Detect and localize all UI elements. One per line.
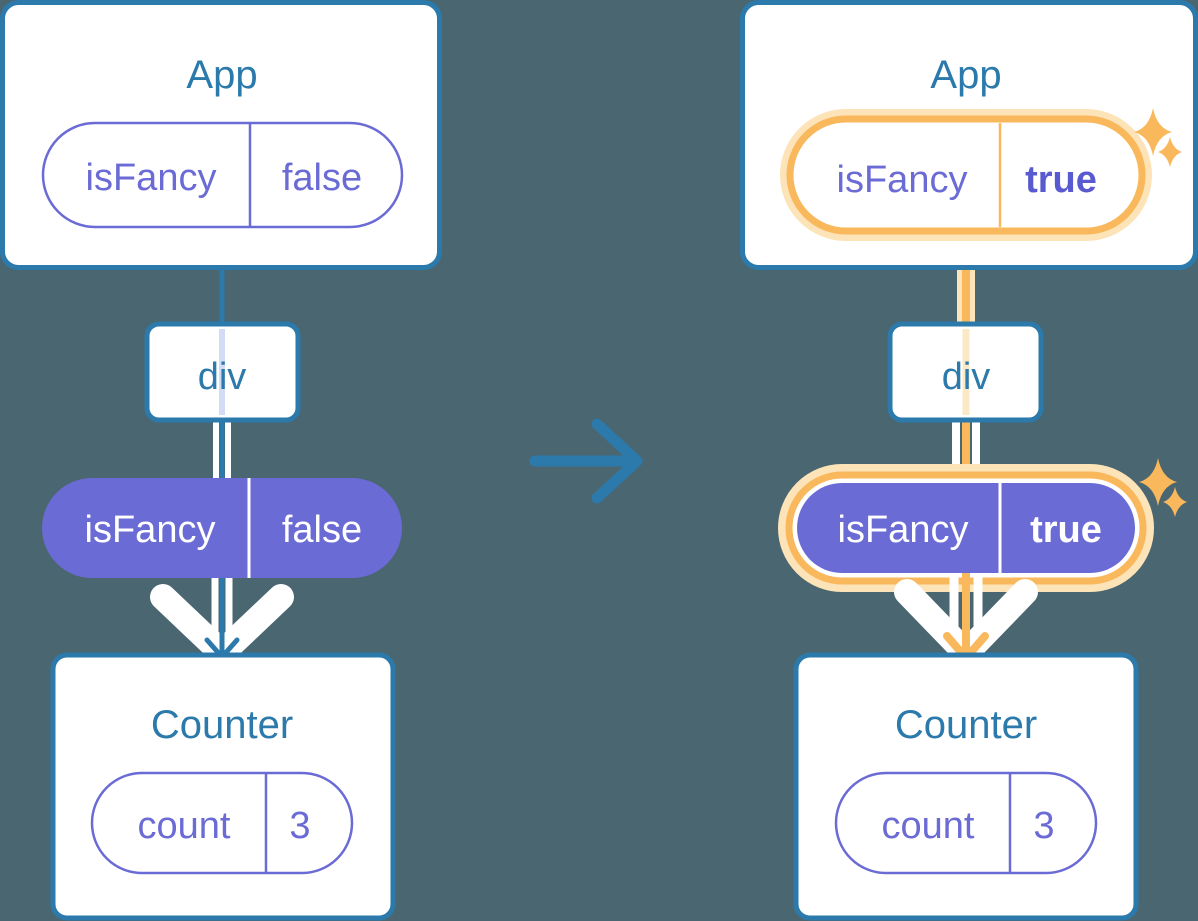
before-app-state-pill[interactable]: isFancy false (41, 121, 404, 229)
after-counter-state-key: count (882, 805, 975, 847)
after-counter-state-pill[interactable]: count 3 (834, 771, 1098, 875)
after-app-state-pill-frame (786, 115, 1146, 235)
after-app-state-pill[interactable]: isFancy true (780, 109, 1152, 241)
after-props-sparkle-large (1139, 458, 1177, 506)
after-app-card-title: App (930, 53, 1001, 97)
before-app-card-title: App (186, 53, 257, 97)
before-counter-state-pill-frame (90, 771, 354, 875)
after-app-sparkle-small (1158, 137, 1182, 167)
after-diagram: App isFancy true div (740, 0, 1198, 921)
before-div-node[interactable]: div (144, 321, 301, 423)
before-props-pill-key: isFancy (85, 509, 216, 551)
after-props-pill-frame (797, 483, 1135, 573)
after-counter-state-value: 3 (1033, 805, 1054, 847)
after-app-sparkle-large (1134, 108, 1172, 156)
before-counter-state-value: 3 (289, 805, 310, 847)
after-props-sparkle-icon (1139, 458, 1187, 517)
after-div-node[interactable]: div (887, 321, 1044, 423)
after-app-card[interactable]: App isFancy true (740, 0, 1198, 270)
after-counter-state-pill-frame (834, 771, 1098, 875)
before-app-card[interactable]: App isFancy false (0, 0, 442, 270)
after-counter-card-title: Counter (895, 703, 1037, 747)
after-props-pill-value: true (1030, 509, 1102, 551)
before-counter-state-pill[interactable]: count 3 (90, 771, 354, 875)
before-app-state-key: isFancy (86, 157, 217, 199)
before-app-state-pill-frame (41, 121, 404, 229)
before-app-state-value: false (282, 157, 362, 199)
before-counter-card[interactable]: Counter count 3 (50, 652, 396, 921)
after-app-sparkle-icon (1134, 108, 1182, 167)
transition-arrow-icon (529, 418, 643, 504)
after-props-pill-key: isFancy (838, 509, 969, 551)
before-counter-card-title: Counter (151, 703, 293, 747)
before-props-flow-arrow (150, 578, 294, 666)
before-props-pill[interactable]: isFancy false (42, 478, 402, 578)
before-counter-state-key: count (138, 805, 231, 847)
after-props-sparkle-small (1163, 487, 1187, 517)
after-app-state-value: true (1025, 159, 1097, 201)
after-counter-card[interactable]: Counter count 3 (793, 652, 1139, 921)
before-diagram: App isFancy false div isFancy (0, 0, 442, 921)
after-div-node-label: div (942, 356, 991, 398)
before-props-pill-frame (42, 478, 402, 578)
after-props-flow-arrow (894, 573, 1038, 666)
after-props-pill[interactable]: isFancy true (778, 458, 1187, 592)
before-div-node-label: div (198, 356, 247, 398)
after-app-state-key: isFancy (837, 159, 968, 201)
before-props-pill-value: false (282, 509, 362, 551)
transition-arrow-head (591, 418, 643, 504)
